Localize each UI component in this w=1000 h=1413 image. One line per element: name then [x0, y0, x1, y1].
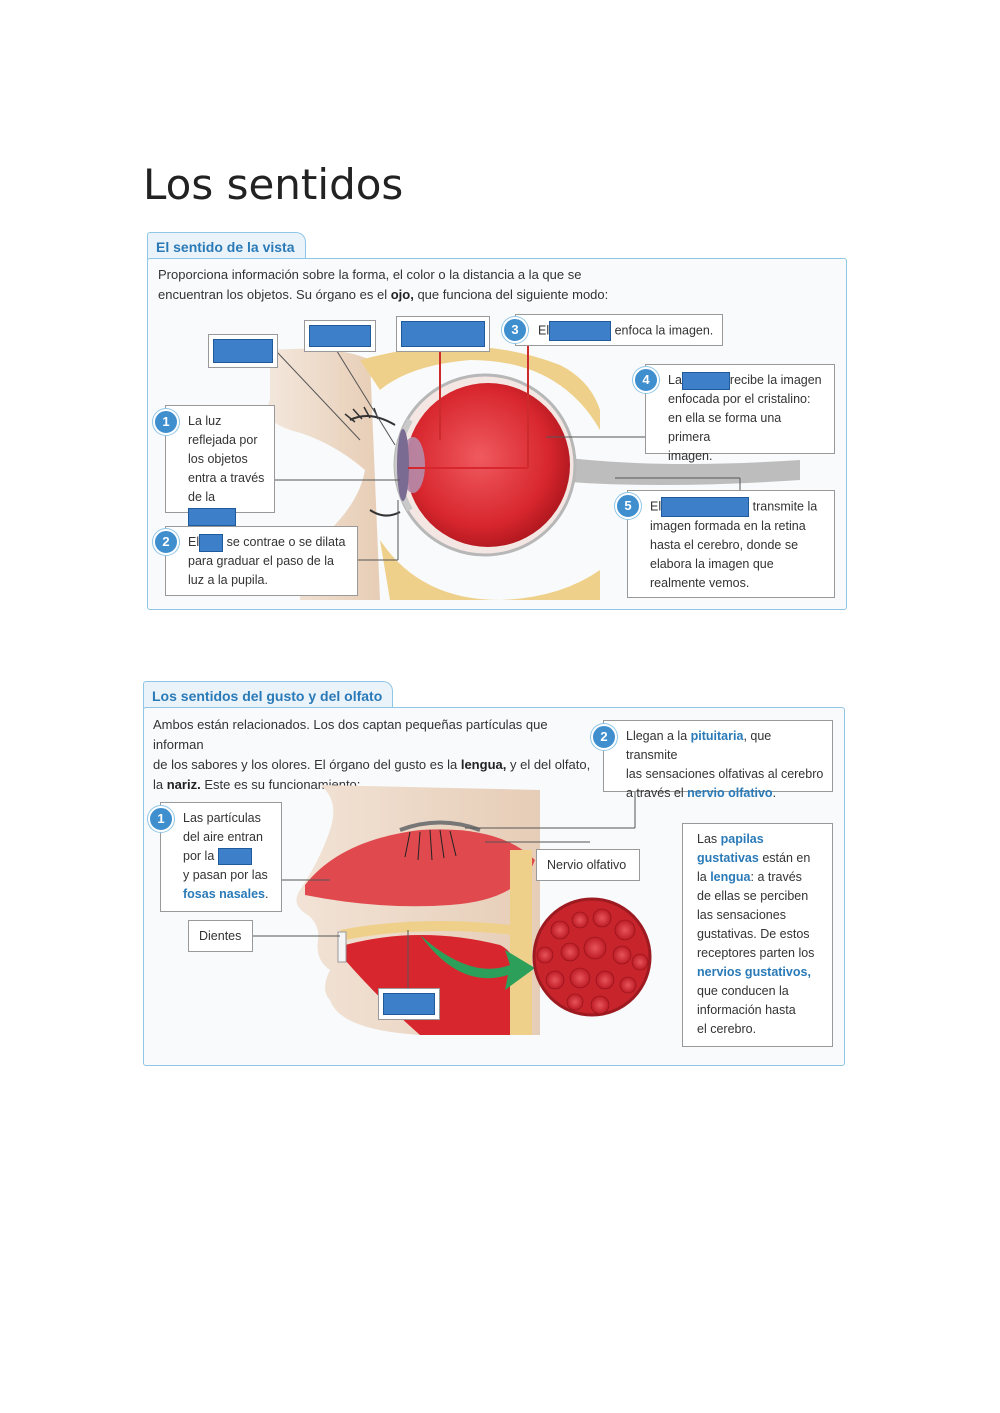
vision-step-2: El se contrae o se dilata para graduar e… [165, 526, 358, 596]
taste-step-number-2: 2 [591, 724, 617, 750]
blank-fill[interactable] [401, 321, 485, 347]
page-title: Los sentidos [143, 160, 404, 209]
blank-pupila[interactable] [188, 507, 236, 526]
green-arrow [420, 935, 535, 990]
iris [397, 429, 409, 501]
taste-tab: Los sentidos del gusto y del olfato [143, 681, 394, 709]
nasal-cavity [305, 829, 535, 907]
taste-intro: Ambos están relacionados. Los dos captan… [153, 715, 593, 795]
taste-intro-line1: Ambos están relacionados. Los dos captan… [153, 717, 548, 752]
vision-intro: Proporciona información sobre la forma, … [158, 265, 718, 305]
step-number-1: 1 [153, 409, 179, 435]
label-blank-lengua[interactable] [378, 988, 440, 1020]
step-number-5: 5 [615, 493, 641, 519]
taste-intro-line3: la nariz. Este es su funcionamiento: [153, 777, 361, 792]
vision-step-5: El transmite la imagen formada en la ret… [627, 490, 835, 598]
vision-intro-line2: encuentran los objetos. Su órgano es el … [158, 287, 609, 302]
blank-retina[interactable] [681, 371, 730, 390]
blank-nervio-optico[interactable] [661, 497, 750, 517]
taste-tab-label: Los sentidos del gusto y del olfato [152, 688, 383, 704]
step-number-2: 2 [153, 529, 179, 555]
palate [340, 921, 515, 940]
olfactory-bulb [399, 820, 481, 832]
vision-tab: El sentido de la vista [147, 232, 306, 260]
blank-fill[interactable] [309, 325, 371, 347]
step-number-3: 3 [502, 317, 528, 343]
vision-tab-label: El sentido de la vista [156, 239, 295, 255]
blank-cristalino[interactable] [549, 321, 612, 341]
blank-nariz[interactable] [217, 848, 252, 866]
taste-step-1: Las partículas del aire entran por la y … [160, 802, 282, 912]
vision-intro-line1: Proporciona información sobre la forma, … [158, 267, 582, 282]
blank-iris[interactable] [199, 533, 224, 552]
label-blank-cornea[interactable] [208, 334, 278, 368]
label-blank-humor[interactable] [396, 316, 490, 352]
nervio-olfativo-label: Nervio olfativo [536, 849, 640, 881]
papilas-box: Las papilas gustativas están en la lengu… [682, 823, 833, 1047]
eyelashes [349, 415, 396, 426]
blank-fill[interactable] [383, 993, 435, 1015]
vision-step-1: La luz reflejada por los objetos entra a… [165, 405, 275, 526]
taste-intro-line2: de los sabores y los olores. El órgano d… [153, 757, 591, 772]
taste-step-2: Llegan a la pituitaria, que transmite la… [603, 720, 833, 800]
teeth [337, 931, 347, 963]
spine [510, 850, 532, 1035]
blank-fill[interactable] [213, 339, 273, 363]
label-blank-eyelashes[interactable] [304, 320, 376, 352]
orbit-bone [360, 346, 600, 430]
dientes-label: Dientes [188, 920, 253, 952]
orbit-bone-lower [380, 540, 600, 600]
vision-step-3: El enfoca la imagen. [515, 314, 723, 346]
step-number-4: 4 [633, 367, 659, 393]
taste-step-number-1: 1 [148, 806, 174, 832]
tongue [345, 935, 523, 1035]
